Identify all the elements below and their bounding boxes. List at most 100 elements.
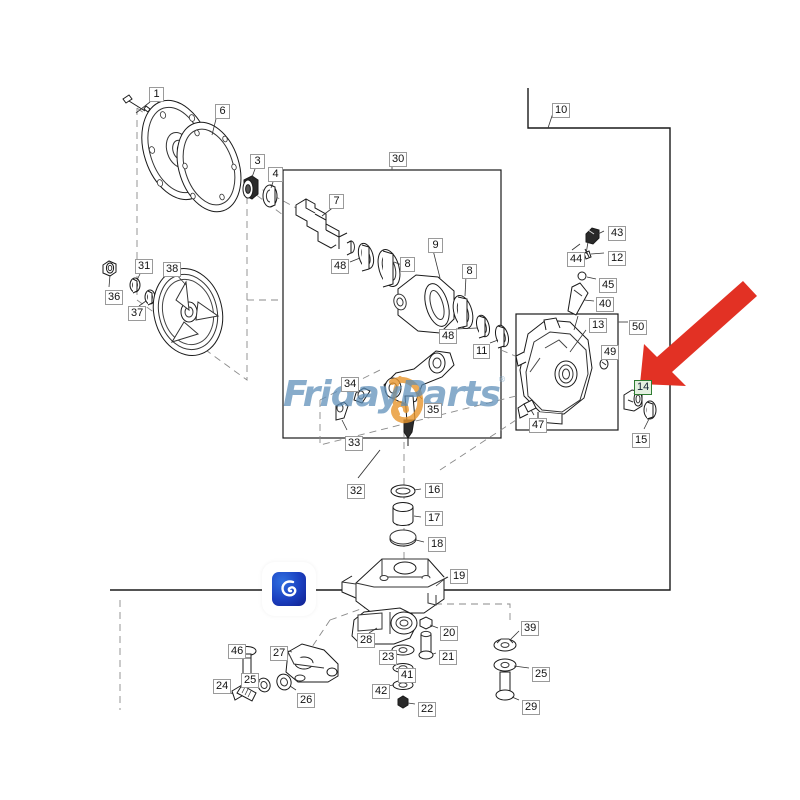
part-31-washer <box>129 277 141 294</box>
part-24-bolt <box>231 684 257 702</box>
part-47-plug <box>523 399 537 413</box>
callout-label-30: 30 <box>389 152 408 167</box>
callout-label-44: 44 <box>567 252 586 267</box>
callout-label-19: 19 <box>450 569 469 584</box>
part-45-ball <box>577 271 587 281</box>
part-8-bearing-a <box>377 249 401 288</box>
callout-label-34: 34 <box>341 377 360 392</box>
callout-label-43: 43 <box>608 226 627 241</box>
part-36-nut <box>102 260 117 277</box>
callout-label-1: 1 <box>149 87 164 102</box>
callout-label-29: 29 <box>522 700 541 715</box>
part-32-leader <box>357 449 381 479</box>
part-13-housing <box>515 317 593 425</box>
callout-label-17: 17 <box>425 511 444 526</box>
part-37-washer <box>144 289 156 306</box>
part-6-gasket <box>176 121 242 213</box>
red-pointer-arrow <box>640 281 757 386</box>
part-3-bearing <box>242 175 259 200</box>
part-21-bolt <box>418 630 434 660</box>
part-11-seal <box>494 324 510 349</box>
group-boundary-10 <box>110 88 671 591</box>
callout-label-6: 6 <box>215 104 230 119</box>
callout-label-16: 16 <box>425 483 444 498</box>
group-box-50 <box>515 313 619 431</box>
callout-label-45: 45 <box>599 278 618 293</box>
callout-label-32: 32 <box>347 484 366 499</box>
callout-label-11: 11 <box>473 344 491 359</box>
part-39-clamp <box>493 638 517 652</box>
callout-label-37: 37 <box>128 306 147 321</box>
part-25-washer-a <box>257 677 271 693</box>
part-22-nut <box>397 695 409 709</box>
callout-label-8: 8 <box>462 264 477 279</box>
callout-label-33: 33 <box>345 436 364 451</box>
part-29-bolt <box>495 671 515 701</box>
callout-label-26: 26 <box>297 693 316 708</box>
part-7-shaft <box>295 198 355 256</box>
callout-label-47: 47 <box>529 418 548 433</box>
part-33-bushing <box>335 401 349 421</box>
callout-label-9: 9 <box>428 238 443 253</box>
swirl-icon <box>281 580 297 597</box>
part-40-dowel <box>567 282 589 316</box>
callout-label-50: 50 <box>629 320 648 335</box>
callout-label-7: 7 <box>329 194 344 209</box>
callout-label-48: 48 <box>331 259 350 274</box>
app-logo-square <box>272 572 306 606</box>
part-4-seal <box>262 184 278 208</box>
part-12-pin <box>583 248 592 260</box>
callout-label-40: 40 <box>596 297 615 312</box>
callout-label-15: 15 <box>632 433 651 448</box>
callout-label-38: 38 <box>163 262 182 277</box>
part-48-snapring-b <box>475 314 491 339</box>
callout-label-8: 8 <box>400 257 415 272</box>
part-25-washer-b <box>493 658 517 672</box>
part-35-yoke <box>383 350 455 446</box>
part-9-hub <box>393 274 455 334</box>
part-19-pedestal <box>341 558 449 614</box>
callout-label-39: 39 <box>521 621 540 636</box>
part-15-washer <box>643 400 657 420</box>
part-27-bracket <box>285 643 339 683</box>
callout-label-25: 25 <box>241 673 260 688</box>
callout-label-36: 36 <box>105 290 124 305</box>
part-1-bolt <box>122 94 151 113</box>
part-43-plug <box>585 227 600 245</box>
callout-label-27: 27 <box>270 646 289 661</box>
part-16-oring <box>390 484 416 498</box>
watermark-swirl-icon <box>389 376 424 424</box>
callout-label-12: 12 <box>608 251 627 266</box>
part-48-snapring-a <box>357 242 375 272</box>
part-26-washer <box>276 673 292 691</box>
callout-label-28: 28 <box>357 633 376 648</box>
part-18-washer <box>389 529 417 547</box>
callout-label-42: 42 <box>372 684 391 699</box>
callout-label-49: 49 <box>601 345 620 360</box>
callout-label-3: 3 <box>250 154 265 169</box>
callout-label-20: 20 <box>440 626 459 641</box>
callout-label-48: 48 <box>439 329 458 344</box>
callout-label-46: 46 <box>228 644 247 659</box>
callout-label-24: 24 <box>213 679 232 694</box>
part-17-bushing <box>392 502 414 526</box>
callout-label-10: 10 <box>552 103 571 118</box>
callout-label-22: 22 <box>418 702 437 717</box>
callout-label-23: 23 <box>379 650 398 665</box>
callout-label-35: 35 <box>424 403 443 418</box>
callout-label-13: 13 <box>589 318 608 333</box>
callout-label-14: 14 <box>634 380 653 395</box>
callout-label-21: 21 <box>439 650 458 665</box>
callout-label-41: 41 <box>398 668 417 683</box>
callout-label-4: 4 <box>268 167 283 182</box>
part-38-pulley <box>152 268 224 356</box>
app-logo-chip <box>262 562 316 616</box>
callout-label-25: 25 <box>532 667 551 682</box>
callout-label-18: 18 <box>428 537 447 552</box>
part-49-screw <box>599 358 609 370</box>
part-20-nut <box>419 616 433 630</box>
part-46-bolt <box>237 646 257 677</box>
callout-label-31: 31 <box>135 259 154 274</box>
